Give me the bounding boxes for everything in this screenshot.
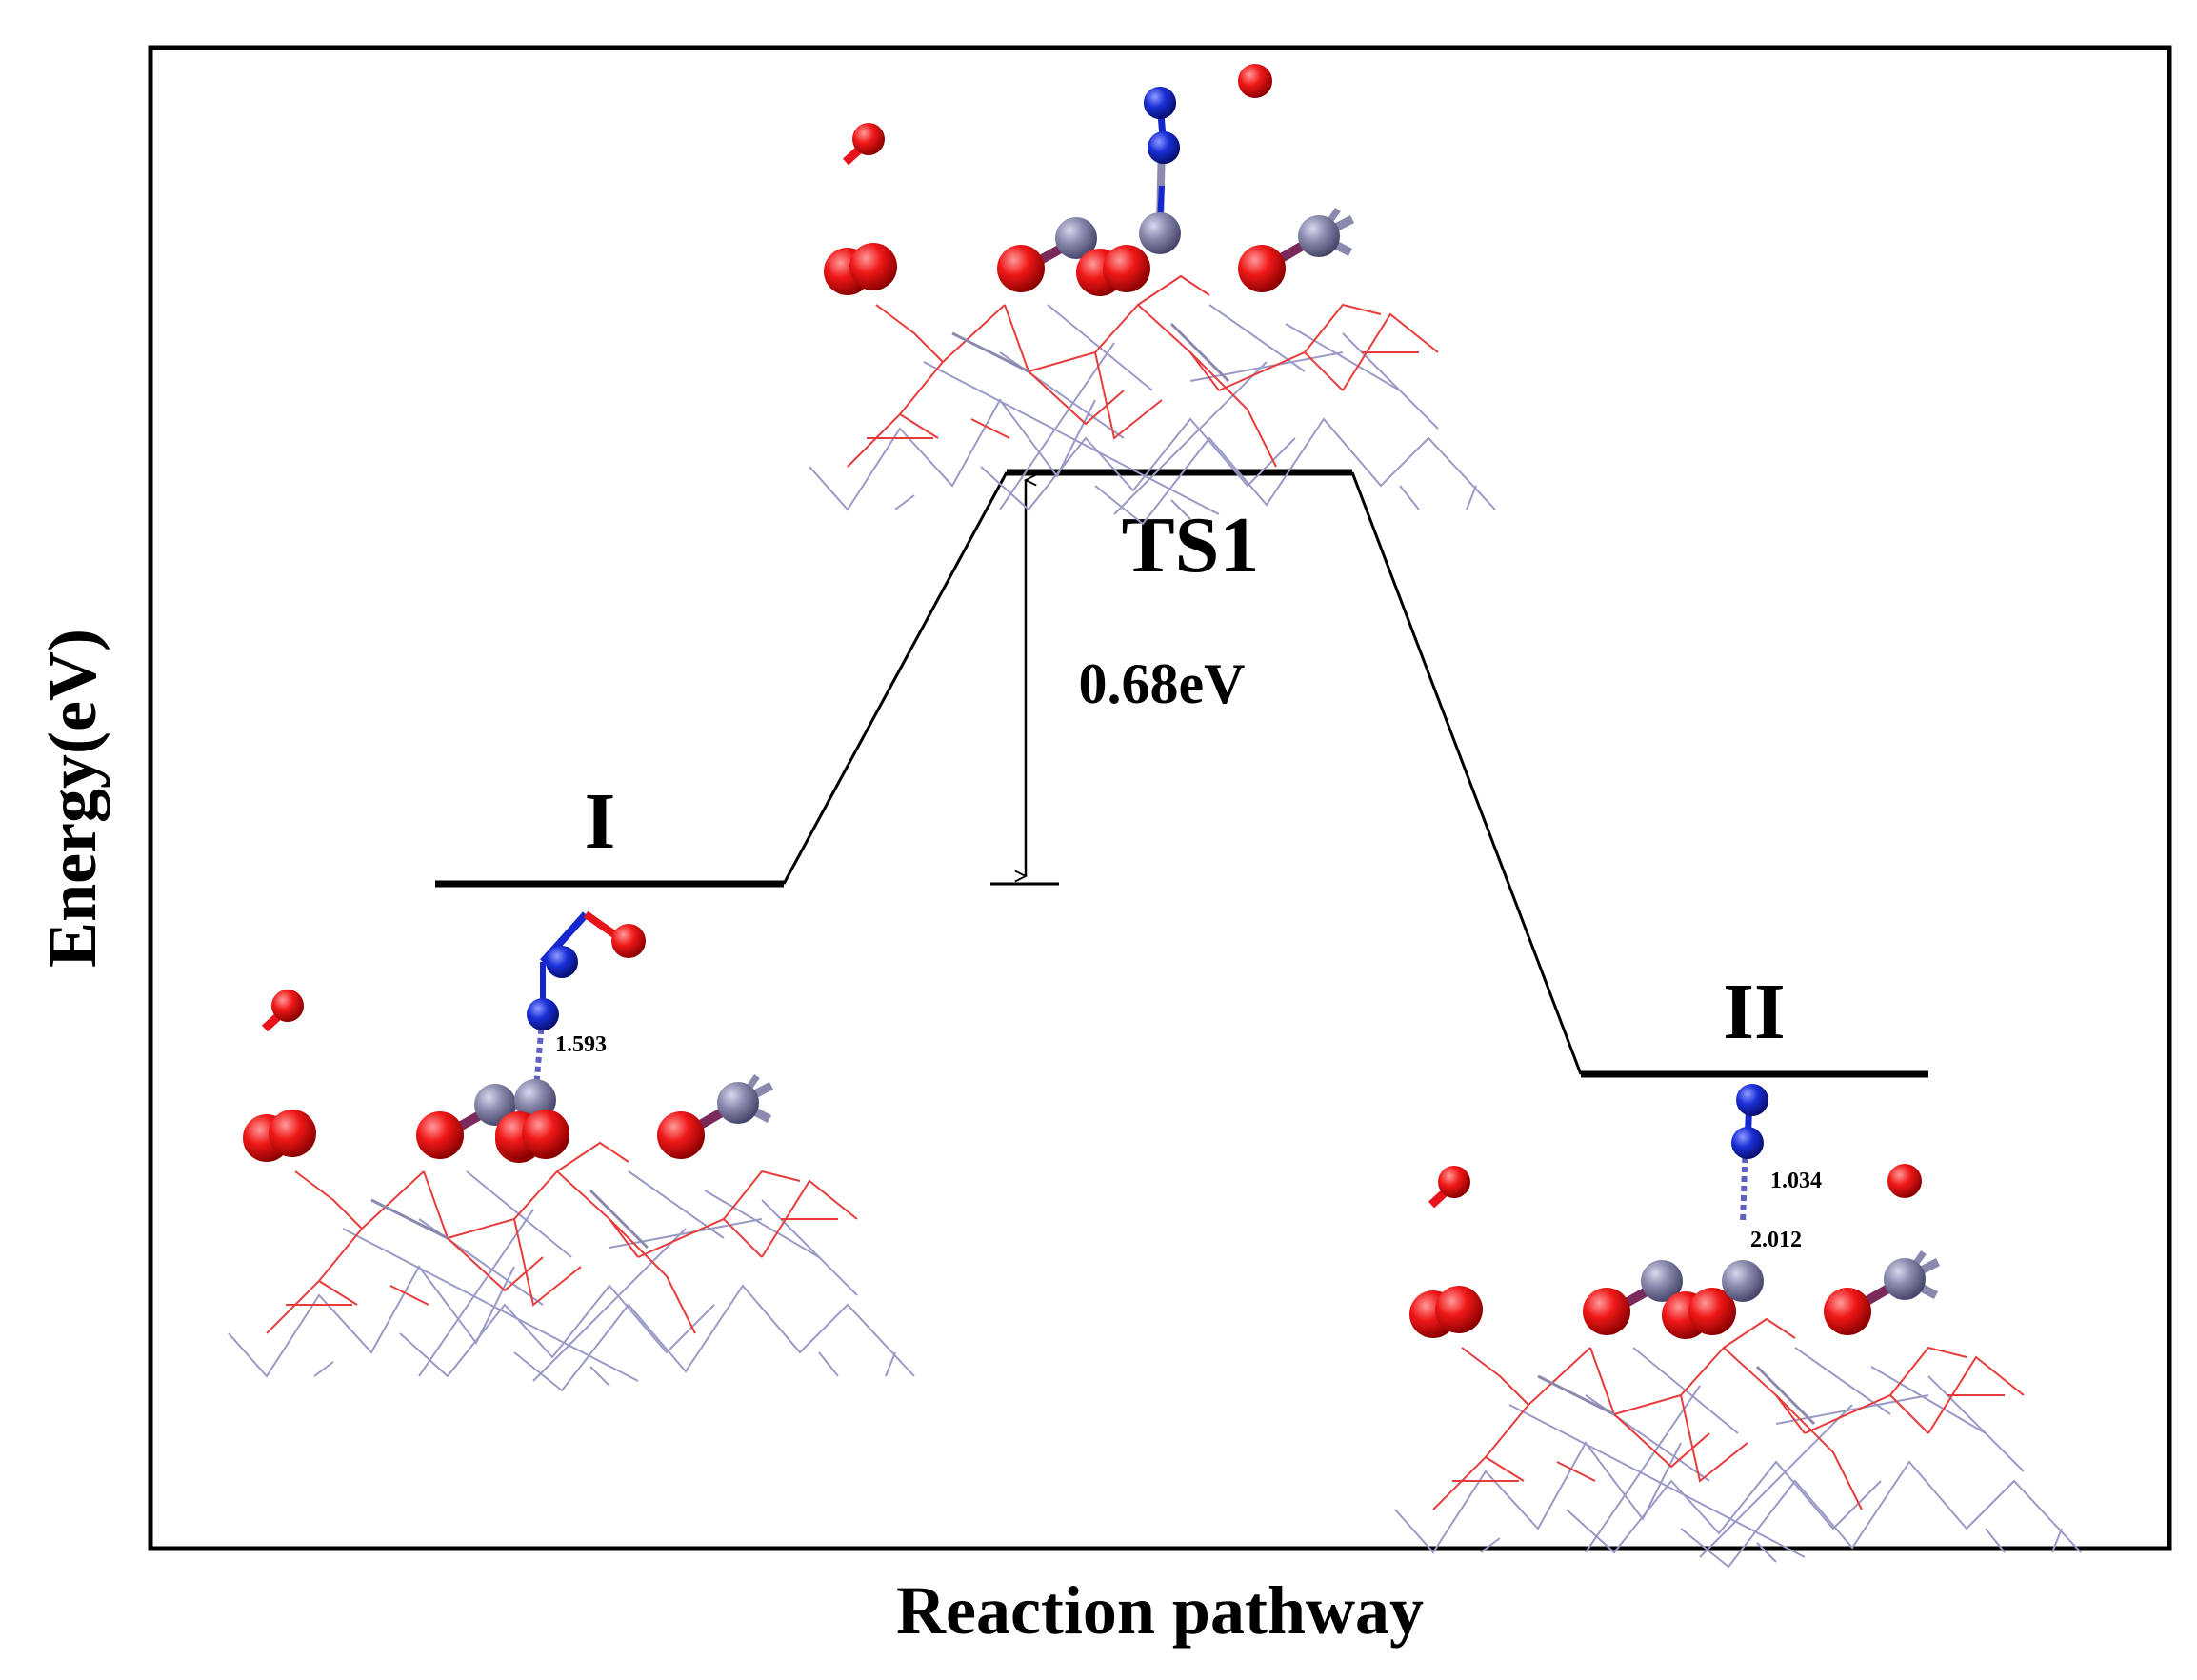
structure-II (1393, 1084, 2083, 1569)
bond-label-II-b: 2.012 (1750, 1228, 1802, 1252)
x-axis-label: Reaction pathway (896, 1572, 1424, 1649)
bond-label-I: 1.593 (555, 1032, 607, 1057)
path-TS1-to-II (1350, 471, 1583, 1075)
state-label-TS1: TS1 (1122, 501, 1260, 590)
plot-frame (148, 45, 2172, 1551)
path-I-to-TS1 (782, 471, 1009, 885)
state-label-II: II (1723, 968, 1785, 1056)
bond-label-II-a: 1.034 (1770, 1169, 1822, 1193)
barrier-label: 0.68eV (1079, 652, 1246, 715)
structure-I (227, 910, 916, 1392)
y-axis-label: Energy(eV) (34, 629, 110, 968)
structure-TS1 (808, 64, 1497, 526)
energy-profile (435, 469, 1928, 1078)
state-label-I: I (585, 777, 616, 866)
